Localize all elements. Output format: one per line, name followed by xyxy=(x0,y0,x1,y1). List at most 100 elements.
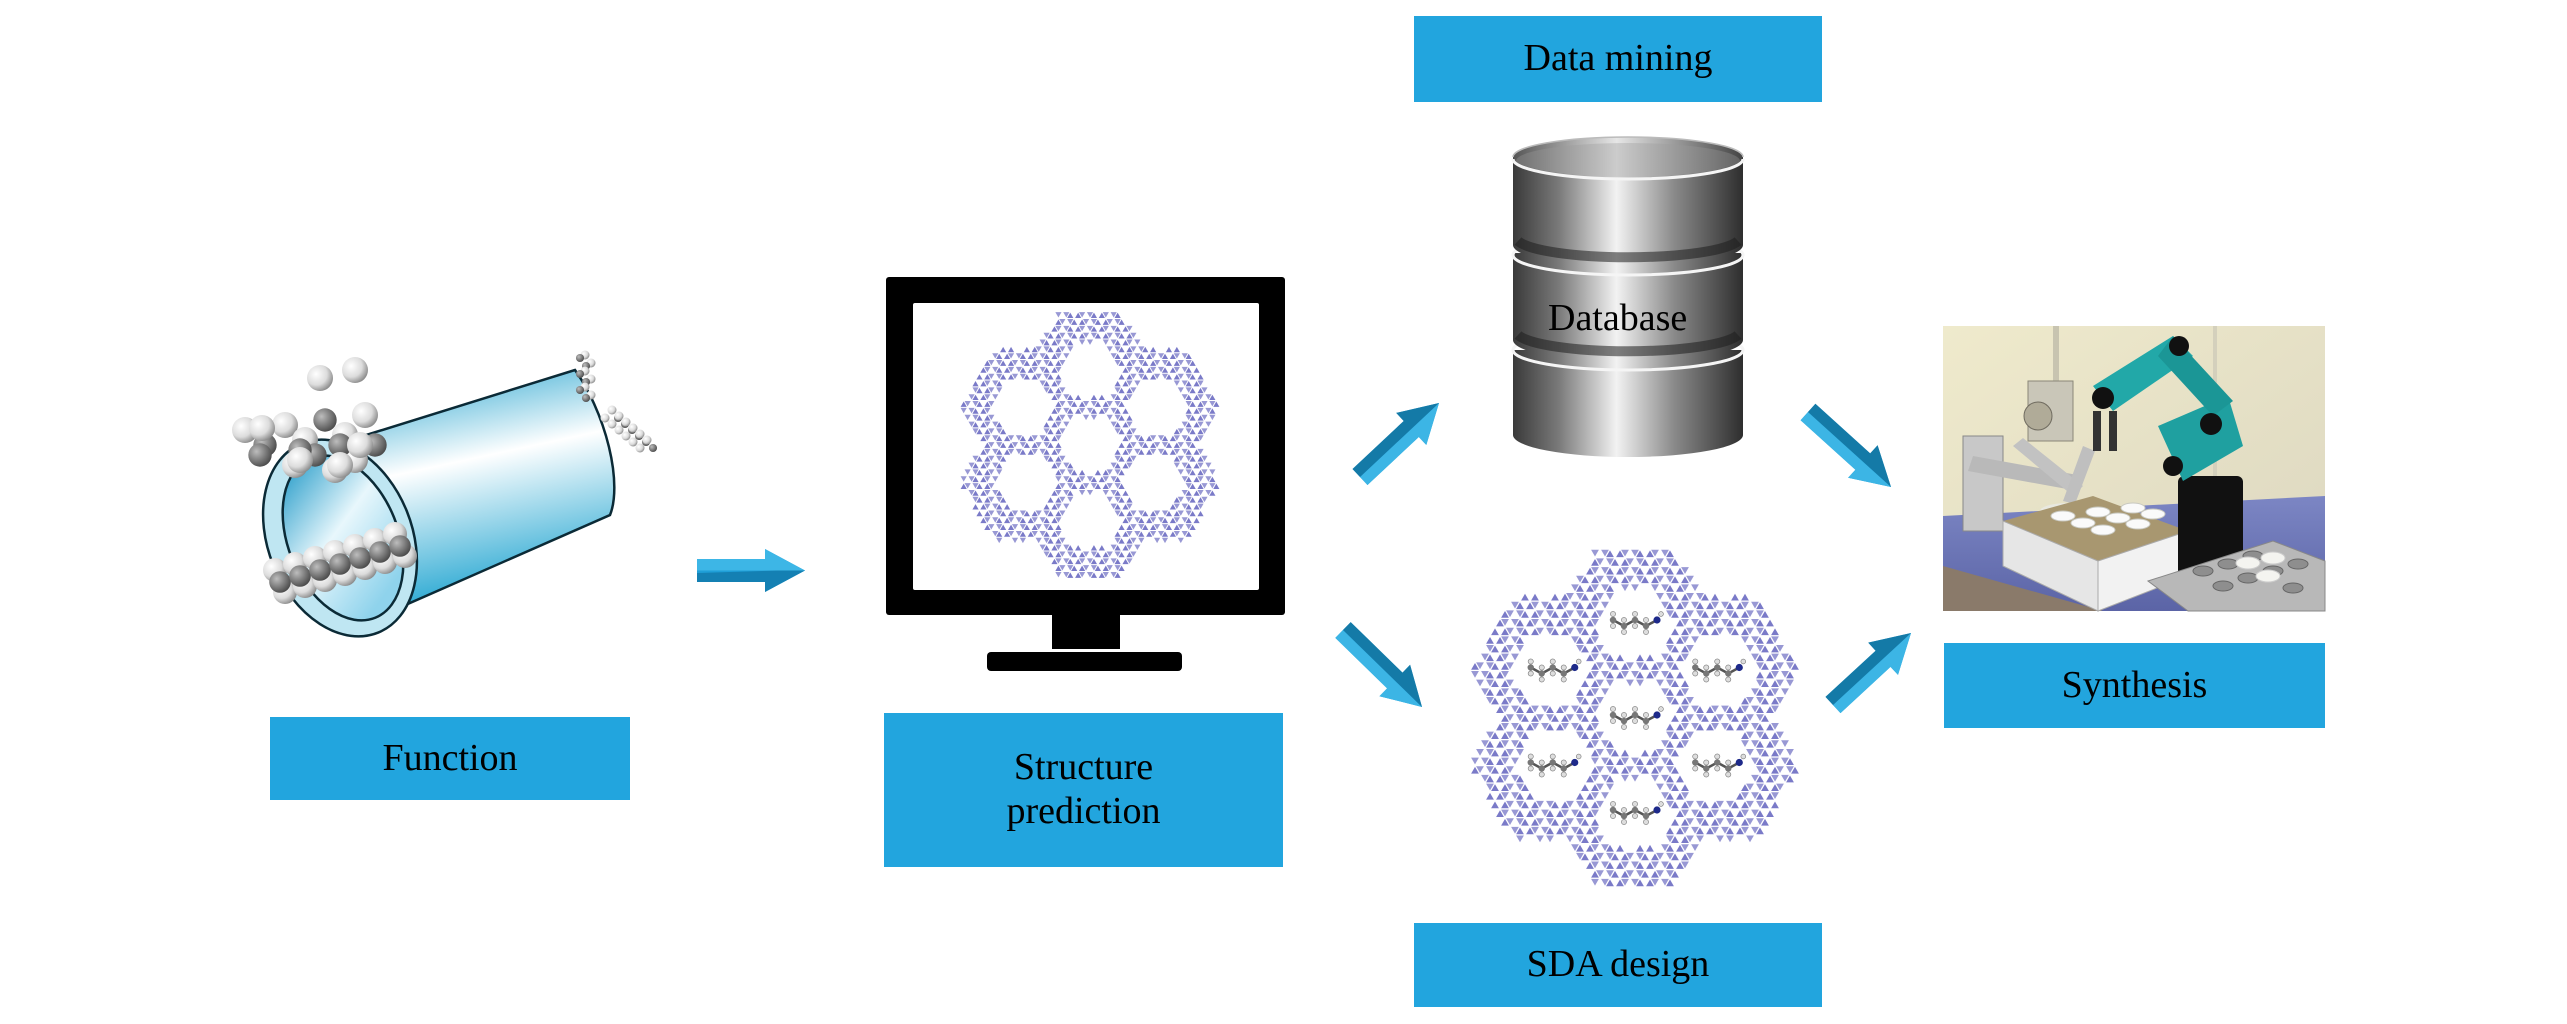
framework-tetrahedron xyxy=(1007,524,1015,530)
framework-tetrahedron xyxy=(1741,714,1749,722)
framework-tetrahedron xyxy=(1556,706,1564,714)
framework-tetrahedron xyxy=(1676,671,1684,679)
framework-tetrahedron xyxy=(1551,801,1559,809)
framework-tetrahedron xyxy=(1138,442,1145,448)
framework-tetrahedron xyxy=(1169,517,1176,524)
framework-tetrahedron xyxy=(1786,748,1794,756)
sda-molecule-icon xyxy=(1609,801,1664,825)
framework-tetrahedron xyxy=(1521,714,1529,722)
framework-tetrahedron xyxy=(1681,611,1689,618)
framework-tetrahedron xyxy=(1586,688,1594,696)
framework-tetrahedron xyxy=(984,469,991,476)
framework-tetrahedron xyxy=(996,510,1003,516)
framework-tetrahedron xyxy=(1591,766,1599,774)
framework-tetrahedron xyxy=(1666,827,1674,835)
framework-tetrahedron xyxy=(1059,469,1066,475)
framework-tetrahedron xyxy=(1126,380,1133,386)
framework-tetrahedron xyxy=(1691,584,1699,592)
framework-tetrahedron xyxy=(1741,801,1749,809)
framework-tetrahedron xyxy=(1177,469,1184,475)
framework-tetrahedron xyxy=(1761,766,1769,774)
framework-tetrahedron xyxy=(984,476,991,482)
framework-tetrahedron xyxy=(1661,774,1669,782)
framework-tetrahedron xyxy=(1546,706,1554,714)
framework-tetrahedron xyxy=(1126,415,1133,421)
framework-tetrahedron xyxy=(1596,748,1604,756)
framework-tetrahedron xyxy=(1546,818,1554,825)
framework-tetrahedron xyxy=(1165,442,1173,448)
framework-tetrahedron xyxy=(1031,448,1038,455)
framework-tetrahedron xyxy=(1786,766,1794,774)
framework-tetrahedron xyxy=(1102,483,1109,489)
framework-tetrahedron xyxy=(1741,740,1749,748)
framework-tetrahedron xyxy=(1063,558,1070,564)
framework-tetrahedron xyxy=(1055,421,1062,427)
framework-tetrahedron xyxy=(1197,428,1204,435)
framework-tetrahedron xyxy=(1173,517,1180,523)
framework-tetrahedron xyxy=(1106,319,1113,325)
framework-tetrahedron xyxy=(1581,836,1589,843)
framework-tetrahedron xyxy=(1146,435,1153,442)
framework-tetrahedron xyxy=(1496,654,1504,662)
framework-tetrahedron xyxy=(1071,565,1078,571)
framework-tetrahedron xyxy=(1546,810,1554,817)
framework-tetrahedron xyxy=(1173,374,1180,380)
framework-tetrahedron xyxy=(1134,339,1141,345)
framework-tetrahedron xyxy=(1047,333,1054,339)
framework-tetrahedron xyxy=(1621,757,1629,765)
framework-tetrahedron xyxy=(1063,339,1070,345)
framework-tetrahedron xyxy=(1181,476,1188,482)
framework-tetrahedron xyxy=(1055,319,1062,325)
framework-tetrahedron xyxy=(1169,449,1176,455)
framework-tetrahedron xyxy=(1134,530,1141,537)
sda-design-label: SDA design xyxy=(1526,943,1710,986)
framework-tetrahedron xyxy=(1616,862,1624,869)
framework-tetrahedron xyxy=(1000,510,1007,517)
framework-tetrahedron xyxy=(1185,510,1192,516)
framework-tetrahedron xyxy=(1189,442,1196,448)
framework-tetrahedron xyxy=(1114,326,1121,332)
framework-tetrahedron xyxy=(1161,435,1169,442)
framework-tetrahedron xyxy=(1666,862,1674,869)
framework-tetrahedron xyxy=(1067,483,1074,489)
framework-tetrahedron xyxy=(1596,835,1604,843)
framework-tetrahedron xyxy=(1126,510,1133,517)
framework-tetrahedron xyxy=(1134,380,1141,386)
framework-tetrahedron xyxy=(1591,671,1599,678)
framework-tetrahedron xyxy=(1551,628,1559,636)
nanotube-illustration xyxy=(232,350,658,638)
framework-tetrahedron xyxy=(1646,567,1654,575)
framework-tetrahedron xyxy=(1055,339,1062,345)
framework-tetrahedron xyxy=(1471,766,1479,774)
framework-tetrahedron xyxy=(1185,496,1192,503)
framework-tetrahedron xyxy=(1102,565,1109,571)
framework-tetrahedron xyxy=(964,483,971,489)
framework-tetrahedron xyxy=(1055,374,1062,380)
framework-tetrahedron xyxy=(1511,757,1519,765)
framework-tetrahedron xyxy=(1086,476,1094,482)
framework-tetrahedron xyxy=(1746,627,1754,635)
framework-tetrahedron xyxy=(1526,810,1534,817)
framework-tetrahedron xyxy=(1576,688,1584,696)
framework-tetrahedron xyxy=(1138,449,1145,455)
framework-tetrahedron xyxy=(1051,340,1058,346)
framework-tetrahedron xyxy=(1606,879,1614,887)
framework-tetrahedron xyxy=(1471,671,1479,678)
framework-tetrahedron xyxy=(1476,748,1484,756)
framework-tetrahedron xyxy=(1201,428,1208,434)
framework-tetrahedron xyxy=(1130,360,1137,366)
framework-tetrahedron xyxy=(984,489,991,496)
framework-tetrahedron xyxy=(1209,490,1216,496)
framework-tetrahedron xyxy=(1086,325,1094,332)
framework-tetrahedron xyxy=(980,422,987,428)
framework-tetrahedron xyxy=(1496,810,1504,817)
framework-tetrahedron xyxy=(1591,601,1599,609)
framework-tetrahedron xyxy=(1193,517,1200,524)
framework-tetrahedron xyxy=(1676,636,1684,644)
framework-tetrahedron xyxy=(1098,572,1105,578)
framework-tetrahedron xyxy=(1185,504,1192,510)
framework-tetrahedron xyxy=(1506,783,1514,791)
framework-tetrahedron xyxy=(1776,748,1784,756)
framework-tetrahedron xyxy=(1681,809,1689,817)
framework-tetrahedron xyxy=(1581,732,1589,740)
